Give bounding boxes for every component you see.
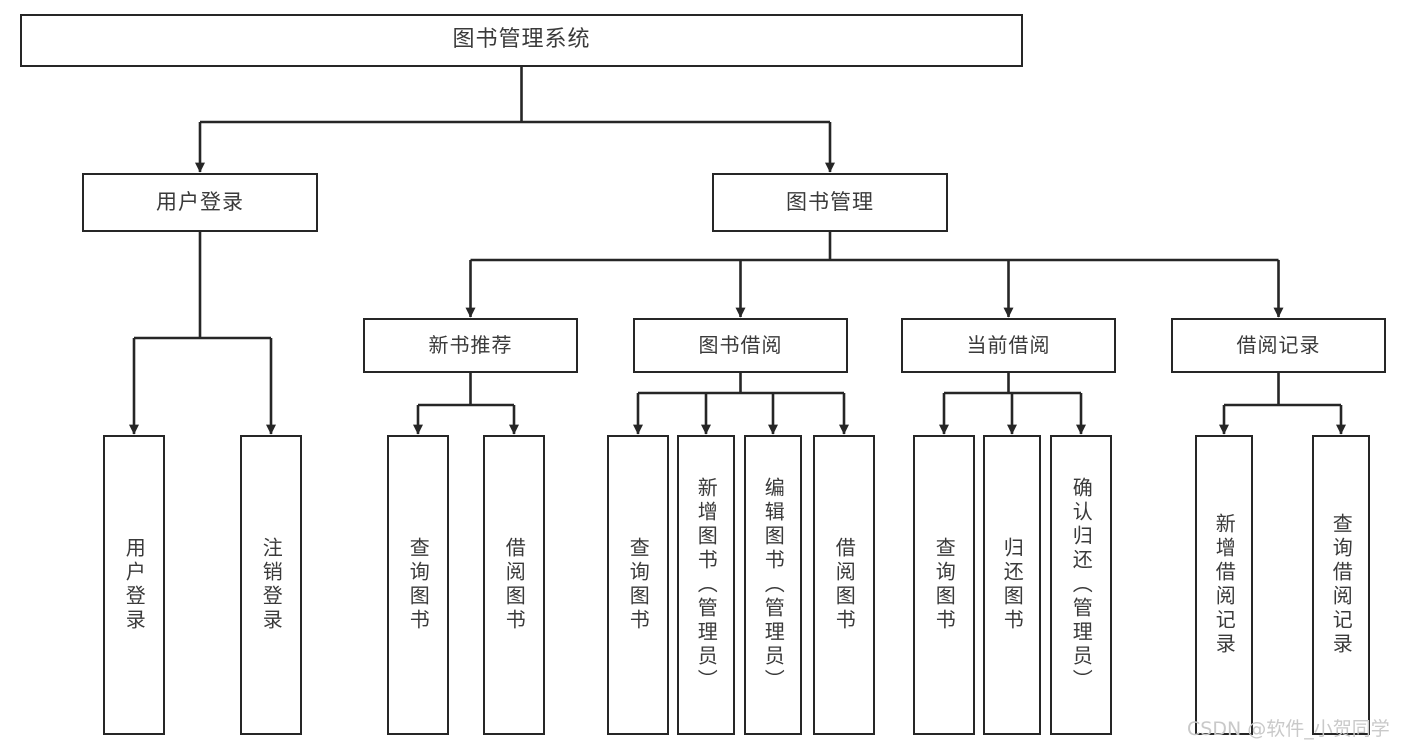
node-label-leaf-cb-query: 查询图书 [932, 537, 957, 633]
node-user-login[interactable]: 用户登录 [82, 173, 318, 232]
node-leaf-rec-borrow[interactable]: 借阅图书 [483, 435, 545, 735]
node-label-leaf-user-login: 用户登录 [122, 537, 147, 633]
node-label-leaf-bb-borrow: 借阅图书 [832, 537, 857, 633]
node-label-new-book-rec: 新书推荐 [428, 333, 513, 358]
node-current-borrow[interactable]: 当前借阅 [901, 318, 1116, 373]
node-leaf-br-query[interactable]: 查询借阅记录 [1312, 435, 1370, 735]
node-label-leaf-br-query: 查询借阅记录 [1329, 513, 1354, 657]
node-label-leaf-bb-edit: 编辑图书（管理员） [761, 477, 786, 693]
node-label-leaf-cb-confirm: 确认归还（管理员） [1069, 477, 1094, 693]
node-leaf-user-logout[interactable]: 注销登录 [240, 435, 302, 735]
node-book-borrow[interactable]: 图书借阅 [633, 318, 848, 373]
node-leaf-bb-query[interactable]: 查询图书 [607, 435, 669, 735]
node-leaf-user-login[interactable]: 用户登录 [103, 435, 165, 735]
node-leaf-cb-return[interactable]: 归还图书 [983, 435, 1041, 735]
node-leaf-cb-query[interactable]: 查询图书 [913, 435, 975, 735]
node-leaf-br-add[interactable]: 新增借阅记录 [1195, 435, 1253, 735]
node-label-leaf-br-add: 新增借阅记录 [1212, 513, 1237, 657]
node-label-borrow-record: 借阅记录 [1236, 333, 1321, 358]
node-label-book-mgmt: 图书管理 [786, 189, 874, 214]
node-label-leaf-user-logout: 注销登录 [259, 537, 284, 633]
node-label-book-borrow: 图书借阅 [698, 333, 783, 358]
watermark-text: CSDN @软件_小贺同学 [1187, 718, 1390, 740]
node-leaf-cb-confirm[interactable]: 确认归还（管理员） [1050, 435, 1112, 735]
node-label-leaf-rec-borrow: 借阅图书 [502, 537, 527, 633]
node-leaf-bb-edit[interactable]: 编辑图书（管理员） [744, 435, 802, 735]
node-label-leaf-rec-query: 查询图书 [406, 537, 431, 633]
node-new-book-rec[interactable]: 新书推荐 [363, 318, 578, 373]
node-root[interactable]: 图书管理系统 [20, 14, 1023, 67]
node-label-root: 图书管理系统 [452, 27, 591, 53]
node-label-user-login: 用户登录 [156, 189, 244, 214]
node-leaf-bb-borrow[interactable]: 借阅图书 [813, 435, 875, 735]
node-leaf-rec-query[interactable]: 查询图书 [387, 435, 449, 735]
node-label-current-borrow: 当前借阅 [966, 333, 1051, 358]
node-leaf-bb-add[interactable]: 新增图书（管理员） [677, 435, 735, 735]
node-borrow-record[interactable]: 借阅记录 [1171, 318, 1386, 373]
node-book-mgmt[interactable]: 图书管理 [712, 173, 948, 232]
node-label-leaf-bb-add: 新增图书（管理员） [694, 477, 719, 693]
node-label-leaf-cb-return: 归还图书 [1000, 537, 1025, 633]
node-label-leaf-bb-query: 查询图书 [626, 537, 651, 633]
